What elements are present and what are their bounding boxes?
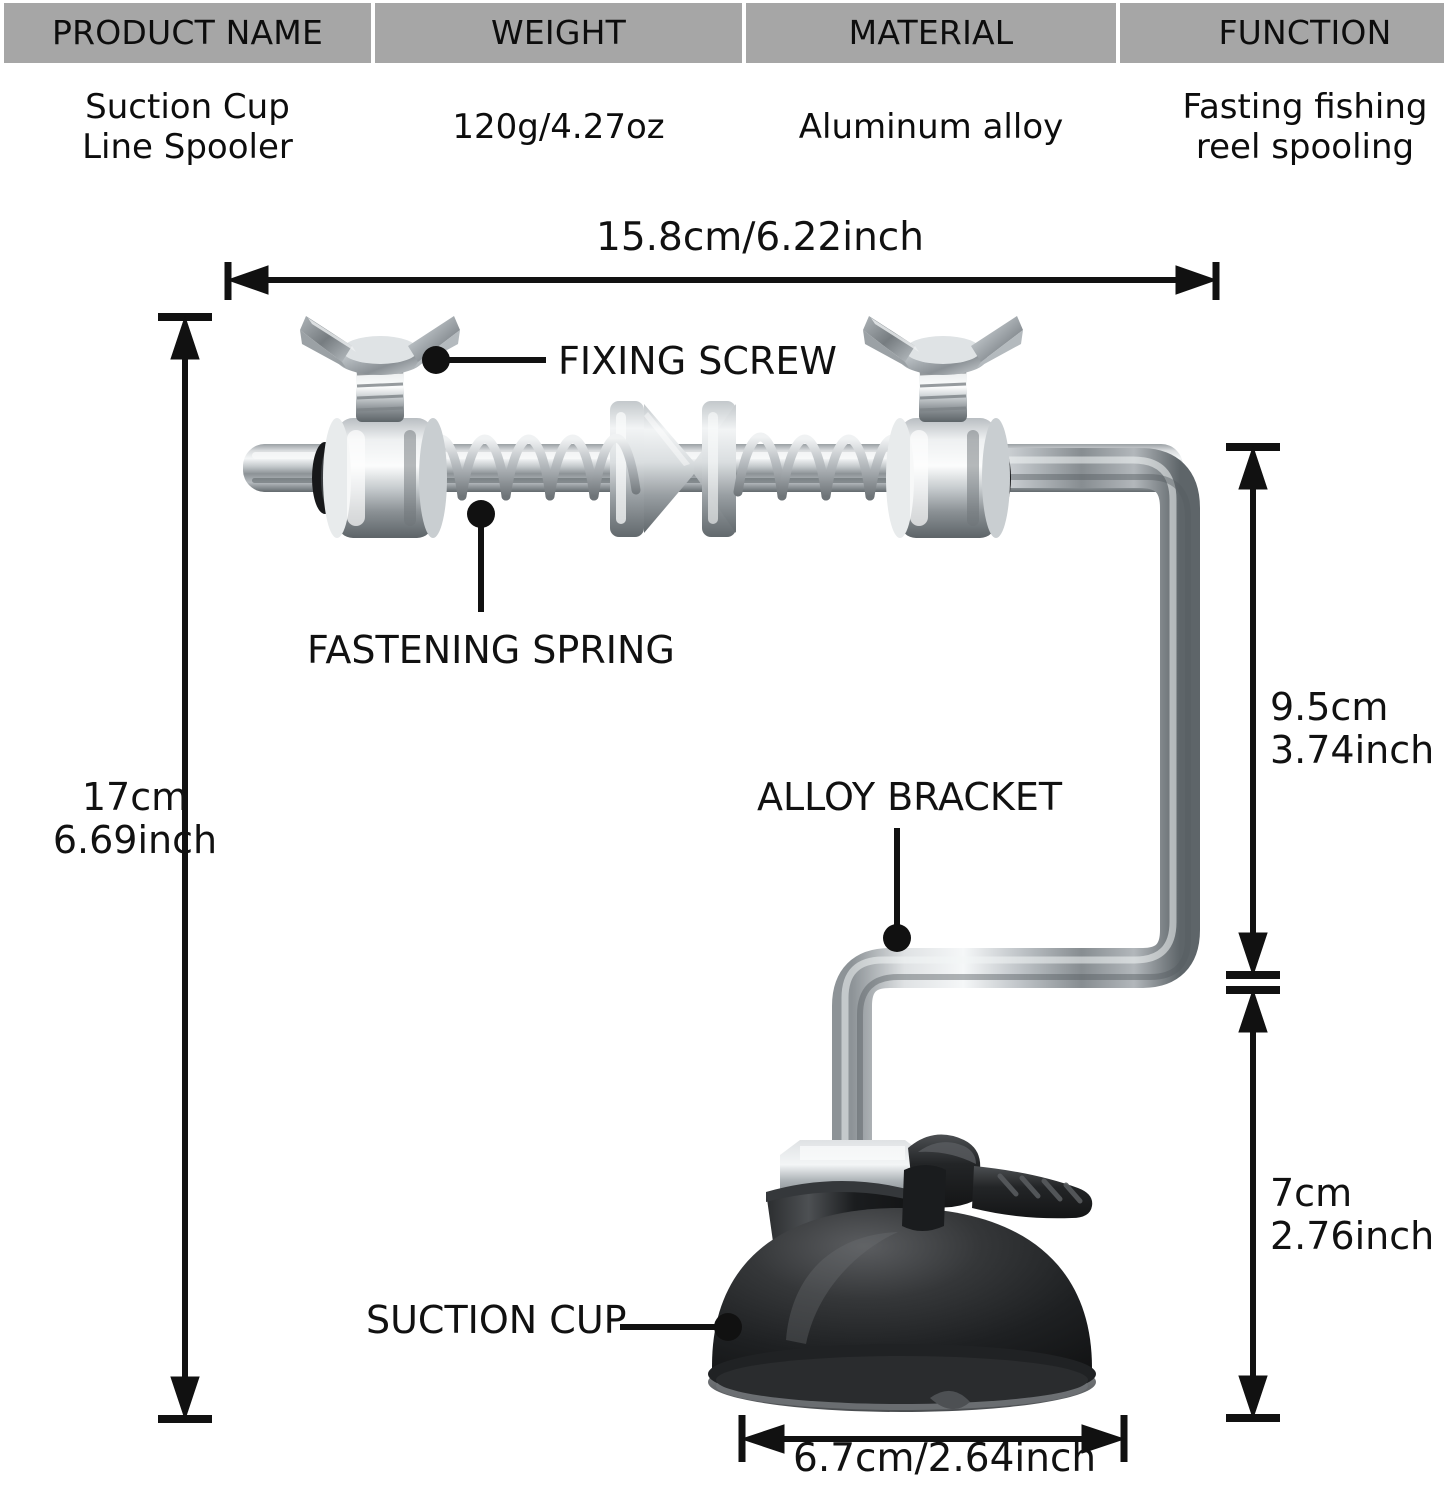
release-lever	[902, 1134, 1093, 1231]
callout-alloy-bracket: ALLOY BRACKET	[757, 775, 1063, 819]
dimension-label-height: 17cm 6.69inch	[52, 775, 218, 862]
dimension-cup-diameter	[738, 1415, 1128, 1462]
leader-suction-cup	[620, 1313, 742, 1341]
callout-fastening-spring: FASTENING SPRING	[307, 628, 675, 672]
spec-value-material: Aluminum alloy	[746, 66, 1116, 187]
spec-table-value-row: Suction Cup Line Spooler 120g/4.27oz Alu…	[4, 66, 1444, 187]
dimension-bracket-height	[1226, 443, 1280, 979]
fixing-screw-left	[300, 316, 460, 538]
leader-alloy-bracket	[883, 828, 911, 952]
alloy-bracket	[832, 448, 1200, 1210]
spec-value-weight: 120g/4.27oz	[375, 66, 742, 187]
spec-value-function: Fasting fishing reel spooling	[1120, 66, 1444, 187]
spec-header-weight: WEIGHT	[375, 3, 742, 64]
dimension-label-base-height: 7cm 2.76inch	[1270, 1171, 1435, 1258]
spec-header-material: MATERIAL	[746, 3, 1116, 64]
spec-header-function: FUNCTION	[1120, 3, 1444, 64]
leader-fixing-screw	[422, 346, 546, 374]
spec-value-product-name: Suction Cup Line Spooler	[4, 66, 371, 187]
dimension-width-top	[224, 262, 1220, 300]
dimension-label-cup-diameter: 6.7cm/2.64inch	[793, 1436, 1097, 1481]
spec-table-header-row: PRODUCT NAME WEIGHT MATERIAL FUNCTION	[4, 3, 1444, 64]
fixing-screw-right	[863, 316, 1023, 538]
spec-table: PRODUCT NAME WEIGHT MATERIAL FUNCTION Su…	[0, 0, 1444, 190]
suction-cup	[708, 1134, 1096, 1412]
spec-header-product-name: PRODUCT NAME	[4, 3, 371, 64]
dimension-base-height	[1226, 986, 1280, 1422]
dimension-label-bracket-height: 9.5cm 3.74inch	[1270, 685, 1435, 772]
dimension-height-left	[158, 313, 212, 1423]
leader-fastening-spring	[467, 500, 495, 612]
dimension-label-width: 15.8cm/6.22inch	[596, 215, 924, 260]
callout-fixing-screw: FIXING SCREW	[558, 339, 837, 383]
callout-suction-cup: SUCTION CUP	[366, 1298, 627, 1342]
